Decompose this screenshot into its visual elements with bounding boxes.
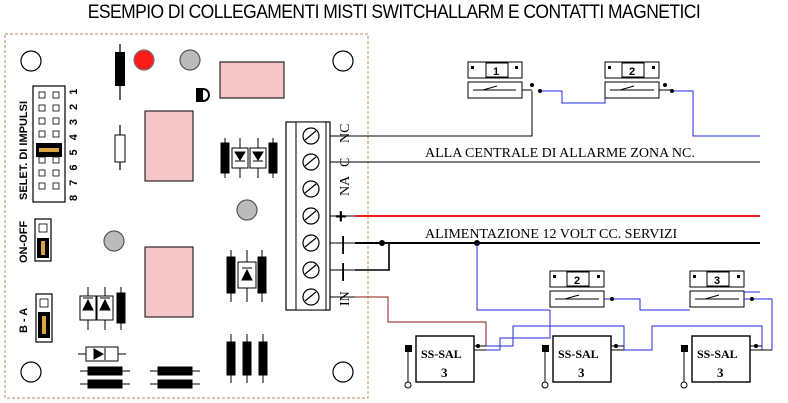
wire-blue-bottom-link [604,298,690,311]
wire-blue-bottom [476,243,550,311]
screw-minus-1 [302,234,320,252]
terminal-label-nc: NC [338,124,353,143]
svg-text:3: 3 [717,365,724,380]
wire-nc [355,91,533,137]
svg-text:2: 2 [629,66,635,78]
onoff-jumper[interactable] [34,218,52,262]
mount-hole [332,361,354,383]
wire-blue-top [672,90,760,137]
capacitor [196,88,210,102]
wire-sensor-chain-2 [624,325,763,351]
grey-knob [103,230,125,252]
terminal-label-minus-2: — [332,263,352,281]
wire-sensor-out-1 [486,310,551,351]
mount-hole [20,50,42,72]
svg-text:3: 3 [578,365,585,380]
mount-hole [20,361,42,383]
svg-text:SS-SAL: SS-SAL [558,347,599,361]
wire-in [355,296,487,346]
mount-hole [332,50,354,72]
junction-dot [379,240,385,246]
sensor-ss-sal-3: SS-SAL 3 [680,335,772,389]
resistors-horizontal [80,366,200,389]
onoff-label: ON-OFF [18,221,30,263]
screw-minus-2 [302,261,320,279]
line-power-label: ALIMENTAZIONE 12 VOLT CC. SERVIZI [425,227,678,242]
grey-knob [179,49,201,71]
screw-plus [302,207,320,225]
resistor-vertical [115,44,125,100]
magnetic-contact-bottom-2: 2 [549,270,605,308]
screw-na [302,180,320,198]
diode-horizontal [78,346,126,362]
svg-text:SS-SAL: SS-SAL [421,347,462,361]
sensor-ss-sal-1: SS-SAL 3 [404,335,486,389]
resistors-bottom-right [226,334,268,383]
pulse-selector-header [32,85,66,203]
terminal-screws [302,127,320,306]
magnetic-contact-top-1: 1 [467,61,523,99]
diode-group-middle [226,250,267,302]
ba-label: B - A [18,308,30,333]
svg-text:3: 3 [714,275,720,287]
line-central-label: ALLA CENTRALE DI ALLARME ZONA NC. [425,146,695,161]
wire-sensor-chain-1 [486,325,625,350]
fuse [114,125,126,170]
svg-text:1: 1 [493,66,499,78]
ba-jumper[interactable] [35,293,53,343]
screw-c [302,153,320,171]
terminal-label-minus-1: — [332,236,352,254]
screw-nc [302,127,320,145]
svg-text:3: 3 [441,365,448,380]
selector-label: SELET. DI IMPULSI [18,101,30,200]
wire-blue-top-link [540,90,606,104]
led-red [133,49,155,71]
terminal-label-na: NA [338,175,353,196]
magnetic-contact-bottom-3: 3 [689,270,745,308]
relay-low-left [144,246,194,318]
grey-knob [236,199,258,221]
relay-mid-left [144,110,194,182]
terminal-label-in: IN [338,291,353,306]
terminal-leads [330,135,355,298]
diode-group-lower-left [79,287,126,330]
screw-in [302,288,320,306]
magnetic-contact-top-2: 2 [604,61,660,99]
sensor-ss-sal-2: SS-SAL 3 [541,335,624,389]
terminal-label-plus: + [335,206,347,228]
svg-text:SS-SAL: SS-SAL [697,347,738,361]
diagram-title: ESEMPIO DI COLLEGAMENTI MISTI SWITCHALLA… [87,2,701,23]
relay-top [219,61,285,99]
diode-group-upper [220,138,278,178]
wire-minus-2 [355,243,390,271]
selector-numbers: 8 7 6 5 4 3 2 1 [68,86,80,201]
svg-text:2: 2 [574,275,580,287]
